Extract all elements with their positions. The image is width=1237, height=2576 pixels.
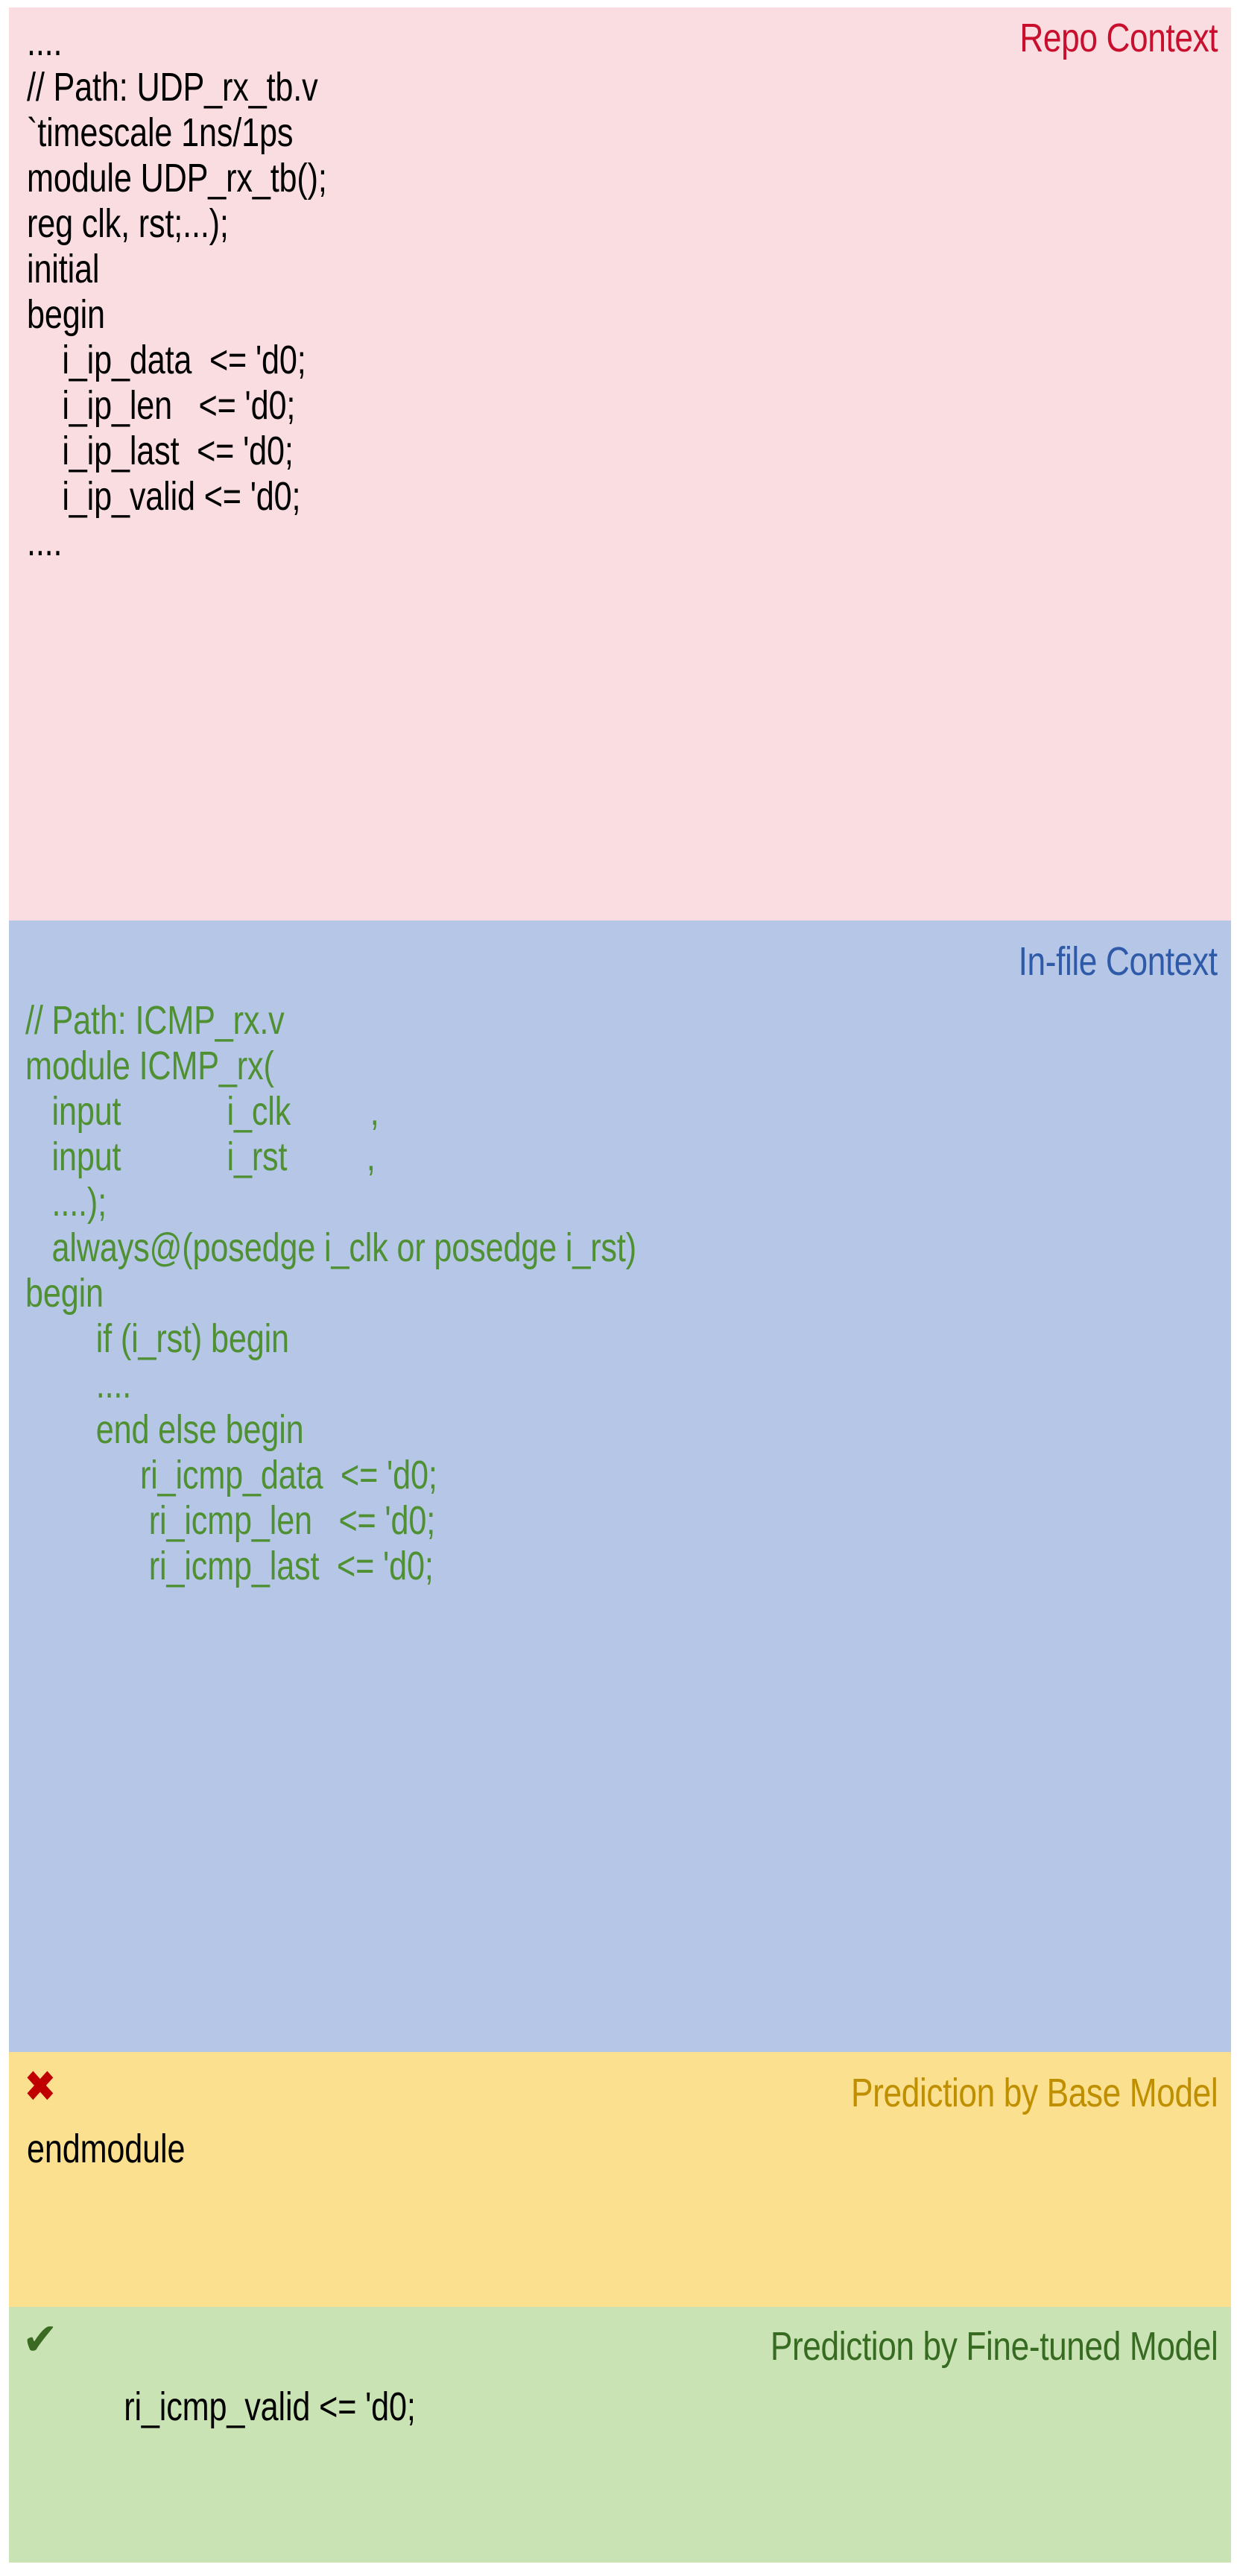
code-line: ri_icmp_last <= 'd0; [25, 1544, 434, 1588]
cross-mark-icon: ✖ [24, 2062, 57, 2111]
code-line: // Path: UDP_rx_tb.v [27, 65, 318, 110]
repo-context-code: ....// Path: UDP_rx_tb.v`timescale 1ns/1… [9, 13, 1231, 565]
code-line: ri_icmp_len <= 'd0; [25, 1498, 436, 1543]
code-line: i_ip_data <= 'd0; [27, 338, 306, 382]
figure-root: Repo Context ....// Path: UDP_rx_tb.v`ti… [9, 7, 1231, 2563]
code-line: ri_icmp_valid <= 'd0; [27, 2384, 416, 2429]
code-line: i_ip_valid <= 'd0; [27, 474, 301, 519]
check-mark-icon: ✔ [22, 2314, 58, 2364]
code-line: .... [27, 19, 63, 64]
code-line: ri_icmp_data <= 'd0; [25, 1453, 437, 1497]
code-line: .... [27, 520, 63, 564]
code-line: reg clk, rst;...); [27, 201, 229, 246]
base-model-prediction-label: Prediction by Base Model [850, 2071, 1218, 2115]
code-line: endmodule [27, 2127, 186, 2171]
code-line: module UDP_rx_tb(); [27, 156, 327, 201]
base-model-prediction-code: endmodule [9, 2052, 1231, 2172]
code-line: end else begin [25, 1407, 304, 1452]
base-model-prediction-panel: ✖ Prediction by Base Model endmodule [9, 2052, 1231, 2307]
code-line: begin [27, 292, 105, 337]
code-line: initial [27, 247, 100, 291]
code-line: `timescale 1ns/1ps [27, 110, 294, 155]
code-line: input i_clk , [25, 1089, 379, 1134]
fine-tuned-prediction-code: ri_icmp_valid <= 'd0; [9, 2307, 1231, 2430]
code-line: i_ip_last <= 'd0; [27, 429, 294, 473]
code-line: ....); [25, 1180, 107, 1225]
fine-tuned-prediction-panel: ✔ Prediction by Fine-tuned Model ri_icmp… [9, 2307, 1231, 2563]
code-line: // Path: ICMP_rx.v [25, 998, 285, 1043]
code-line: i_ip_len <= 'd0; [27, 383, 296, 428]
code-line: begin [25, 1271, 104, 1316]
code-line: input i_rst , [25, 1134, 376, 1179]
repo-context-panel: Repo Context ....// Path: UDP_rx_tb.v`ti… [9, 7, 1231, 921]
code-line: .... [25, 1362, 132, 1407]
fine-tuned-prediction-label: Prediction by Fine-tuned Model [770, 2324, 1218, 2369]
code-line: if (i_rst) begin [25, 1316, 289, 1361]
code-line: always@(posedge i_clk or posedge i_rst) [25, 1225, 637, 1270]
in-file-context-label: In-file Context [1018, 939, 1218, 984]
code-line: module ICMP_rx( [25, 1044, 274, 1088]
repo-context-label: Repo Context [1019, 16, 1218, 60]
